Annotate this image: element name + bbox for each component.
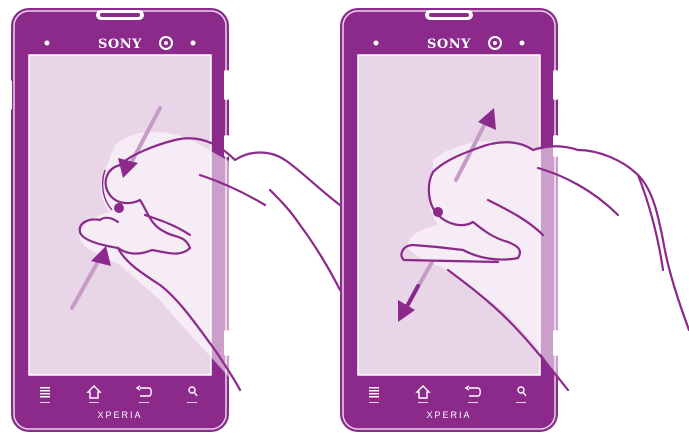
brand-logo: SONY bbox=[427, 37, 471, 52]
phone-spread-open-illustration: SONY bbox=[338, 0, 689, 435]
sensor-dot bbox=[520, 41, 525, 46]
phone-pinch-close: SONY bbox=[0, 0, 340, 440]
touch-point-dot bbox=[114, 203, 124, 213]
side-button bbox=[553, 70, 558, 100]
sensor-dot bbox=[45, 41, 50, 46]
phone-spread-open: SONY bbox=[338, 0, 689, 440]
touch-point-dot bbox=[433, 207, 443, 217]
sensor-dot bbox=[191, 41, 196, 46]
model-logo: XPERIA bbox=[97, 410, 142, 420]
brand-logo: SONY bbox=[98, 37, 142, 52]
sensor-dot bbox=[374, 41, 379, 46]
side-button bbox=[224, 70, 229, 100]
side-button bbox=[8, 80, 12, 110]
phone-pinch-close-illustration: SONY bbox=[0, 0, 340, 435]
model-logo: XPERIA bbox=[426, 410, 471, 420]
